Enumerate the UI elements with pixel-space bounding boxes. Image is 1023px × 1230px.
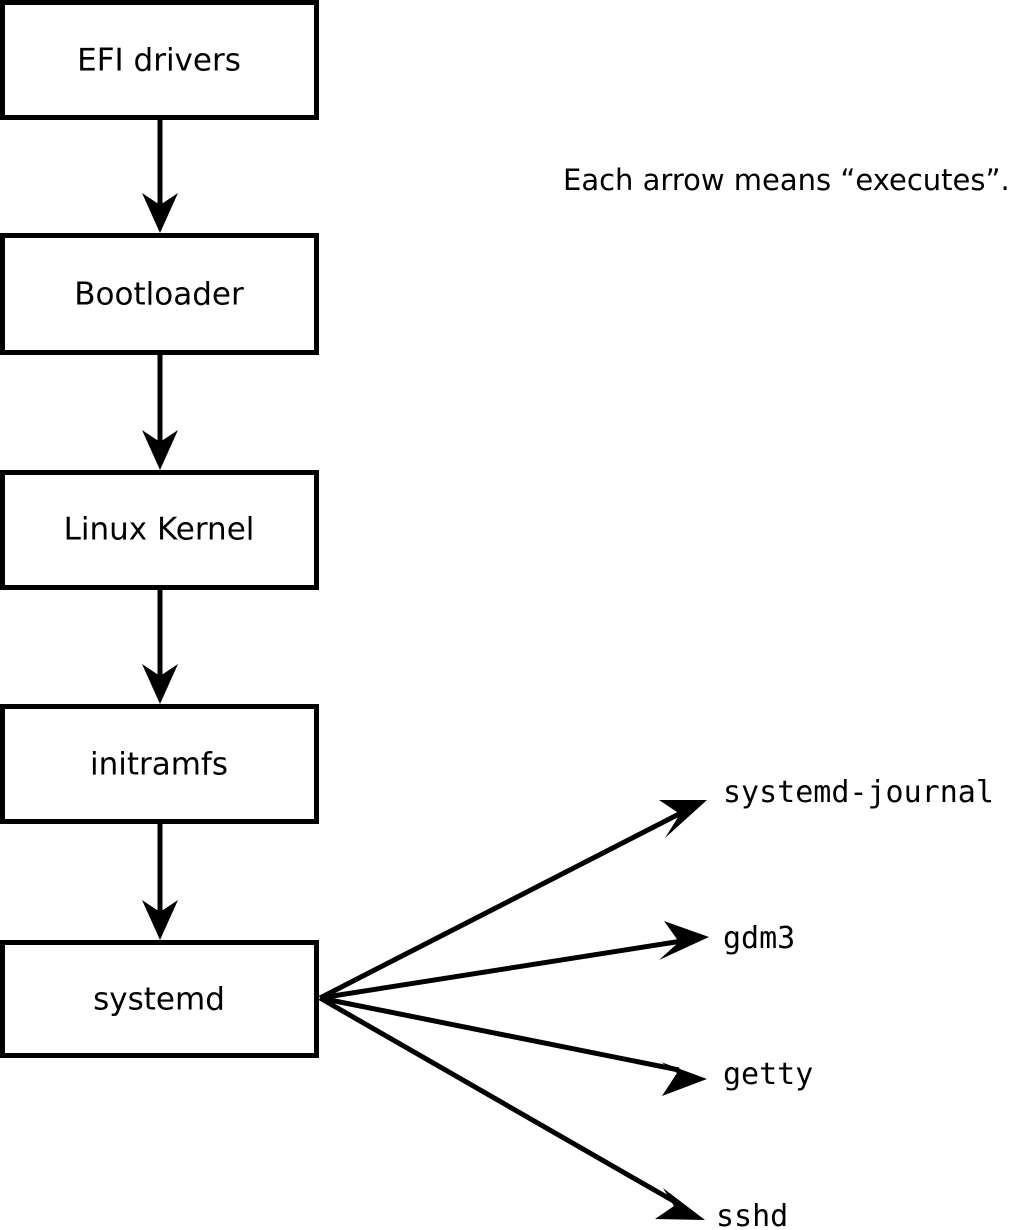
arrow-efi-drivers-to-bootloader (142, 119, 178, 233)
arrow-initramfs-to-systemd (142, 823, 178, 940)
arrow-systemd-to-systemd-journal (318, 800, 707, 1001)
service-label-sshd: sshd (716, 1199, 788, 1230)
arrow-linux-kernel-to-initramfs (142, 589, 178, 704)
arrow-systemd-to-getty (319, 995, 707, 1096)
node-linux-kernel[interactable]: Linux Kernel (0, 470, 319, 590)
node-label-efi-drivers: EFI drivers (77, 43, 241, 79)
service-label-systemd-journal: systemd-journal (723, 775, 994, 810)
node-bootloader[interactable]: Bootloader (0, 233, 319, 355)
arrow-bootloader-to-linux-kernel (142, 354, 178, 470)
node-label-systemd: systemd (93, 982, 225, 1018)
node-systemd[interactable]: systemd (0, 940, 319, 1058)
node-initramfs[interactable]: initramfs (0, 704, 319, 824)
service-label-getty: getty (723, 1057, 813, 1092)
node-label-bootloader: Bootloader (74, 277, 244, 313)
node-label-initramfs: initramfs (90, 747, 228, 783)
node-label-linux-kernel: Linux Kernel (64, 512, 255, 548)
node-efi-drivers[interactable]: EFI drivers (0, 0, 319, 120)
service-label-gdm3: gdm3 (723, 921, 795, 956)
legend-note: Each arrow means “executes”. (563, 163, 1010, 197)
arrow-systemd-to-sshd (318, 995, 705, 1220)
arrow-systemd-to-gdm3 (319, 921, 709, 1001)
